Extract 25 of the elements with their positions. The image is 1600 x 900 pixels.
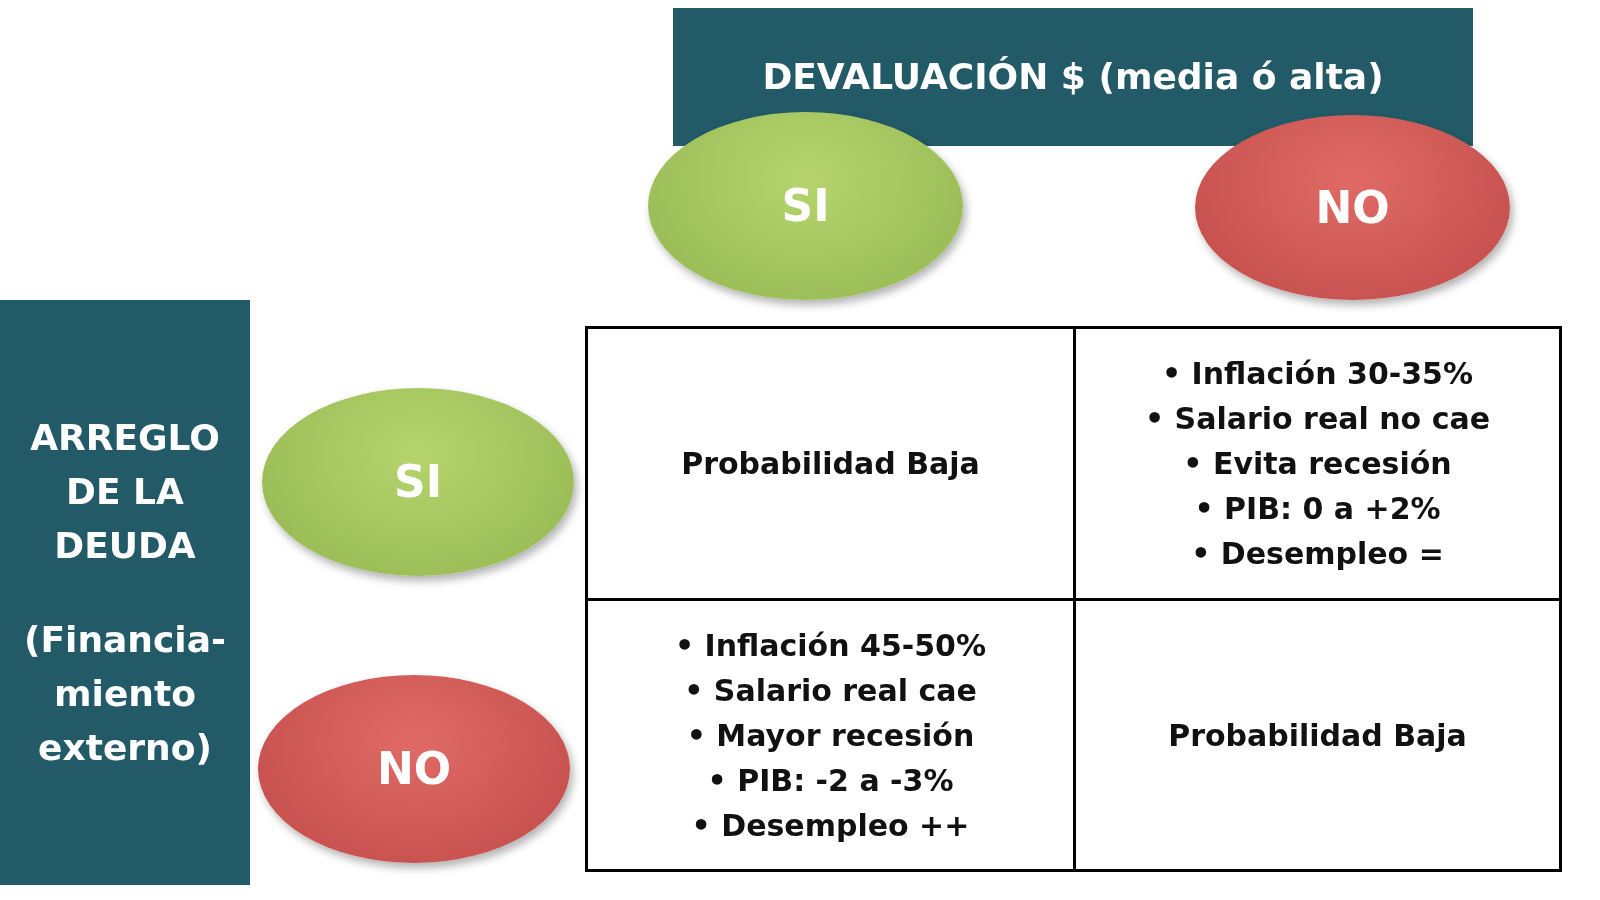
ellipse-label: • Salario real cae [684, 671, 977, 710]
ellipse-label: NO [376, 742, 452, 796]
ellipse-label: • Evita recesión [1183, 445, 1452, 483]
ellipse-label: • Desempleo = [1191, 535, 1444, 573]
ellipse-label: • PIB: 0 a +2% [1194, 490, 1441, 528]
ellipse-label: • Inflación 45-50% [674, 626, 987, 665]
ellipse-label: SI [393, 455, 443, 509]
matrix-cell [585, 326, 1076, 601]
header-band [673, 8, 1473, 146]
matrix-cell [1073, 326, 1562, 601]
ellipse-label: SI [781, 179, 830, 233]
ellipse-label: • Salario real no cae [1145, 400, 1490, 438]
matrix-cell [1073, 598, 1562, 872]
side-text: ARREGLO DE LA DEUDA [29, 415, 221, 568]
ellipse-label: Probabilidad Baja [681, 445, 980, 483]
ellipse-label: • Inflación 30-35% [1161, 355, 1474, 393]
ellipse-label: Probabilidad Baja [1168, 716, 1467, 755]
side-text: (Financia- miento externo) [23, 617, 227, 770]
ellipse-label: • PIB: -2 a -3% [707, 761, 954, 800]
side-band [0, 300, 250, 885]
ellipse-label: • Desempleo ++ [691, 806, 970, 845]
ellipse-label: • Mayor recesión [686, 716, 975, 755]
matrix-cell [585, 598, 1076, 872]
ellipse-label: NO [1315, 180, 1390, 235]
header-text: DEVALUACIÓN $ (media ó alta) [762, 55, 1384, 99]
